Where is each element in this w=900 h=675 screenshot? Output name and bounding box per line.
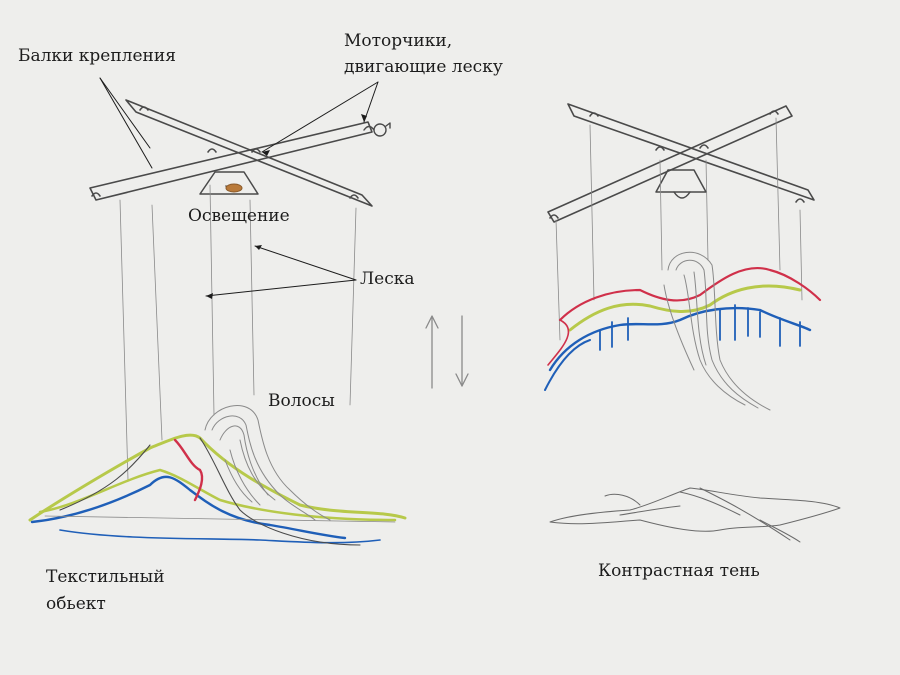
- label-motors-line2: двигающие леску: [344, 57, 503, 77]
- left-textile-object: [28, 433, 407, 546]
- left-lamp-bulb: [225, 183, 243, 193]
- pointer-arrowheads: [206, 114, 367, 299]
- pointer-beams-1: [99, 77, 153, 169]
- label-textile-line2: обьект: [46, 594, 106, 614]
- label-textile-line1: Текстильный: [46, 567, 165, 587]
- left-motor-icon: [363, 122, 391, 137]
- right-mounting-beams: [547, 103, 815, 223]
- left-hair: [204, 405, 331, 521]
- label-beams: Балки крепления: [18, 46, 176, 66]
- up-down-arrows-icon: [425, 315, 469, 389]
- annotation-pointers: [99, 77, 379, 297]
- pointer-motors-1: [261, 81, 379, 153]
- right-lamp: [655, 169, 707, 199]
- label-lighting: Освещение: [188, 206, 290, 226]
- label-shadow: Контрастная тень: [598, 561, 760, 581]
- right-textile-object: [544, 266, 822, 391]
- pointer-line-2: [205, 279, 357, 297]
- pointer-beams-2: [99, 77, 151, 149]
- contrast-shadow: [549, 487, 841, 543]
- label-fishing-line: Леска: [360, 269, 415, 289]
- left-fishing-lines: [119, 184, 357, 481]
- label-motors-line1: Моторчики,: [344, 31, 453, 51]
- right-hair: [663, 251, 771, 411]
- right-fishing-lines: [555, 117, 803, 341]
- pointer-line-1: [254, 245, 357, 281]
- pointer-motors-2: [363, 81, 379, 123]
- label-hair: Волосы: [268, 391, 335, 411]
